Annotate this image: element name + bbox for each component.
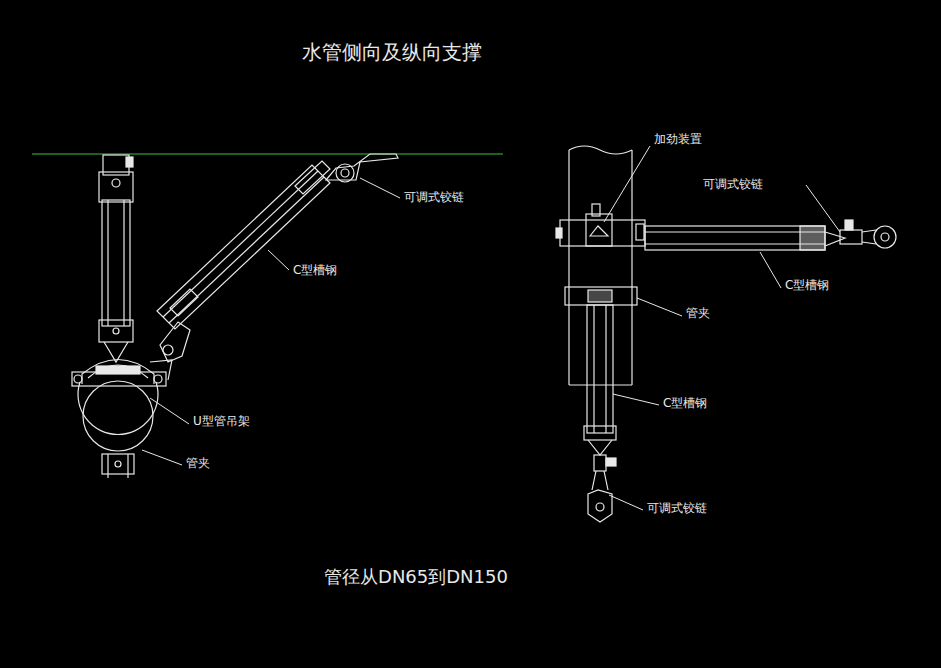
diagonal-c-channel <box>150 154 398 380</box>
part-label: 可调式铰链 <box>703 177 763 191</box>
vertical-hanger <box>99 155 133 362</box>
stiffener-clamp <box>556 204 645 246</box>
horizontal-c-channel <box>645 220 896 250</box>
pipe-clamp <box>565 287 637 305</box>
part-label: 管夹 <box>686 306 710 320</box>
drawing-title: 水管侧向及纵向支撑 <box>302 40 482 64</box>
pipe-and-clamp <box>72 360 166 479</box>
part-label: C型槽钢 <box>663 396 707 410</box>
pipe-size-caption: 管径从DN65到DN150 <box>324 566 508 588</box>
part-label: 加劲装置 <box>654 132 702 146</box>
part-label: C型槽钢 <box>293 263 337 277</box>
part-label: 管夹 <box>186 456 210 470</box>
vertical-pipe <box>569 146 632 385</box>
part-label: U型管吊架 <box>193 414 250 428</box>
part-label: C型槽钢 <box>785 278 829 292</box>
part-label: 可调式铰链 <box>647 501 707 515</box>
part-label: 可调式铰链 <box>404 190 464 204</box>
leader-lines <box>142 146 840 510</box>
vertical-c-channel <box>584 305 616 522</box>
